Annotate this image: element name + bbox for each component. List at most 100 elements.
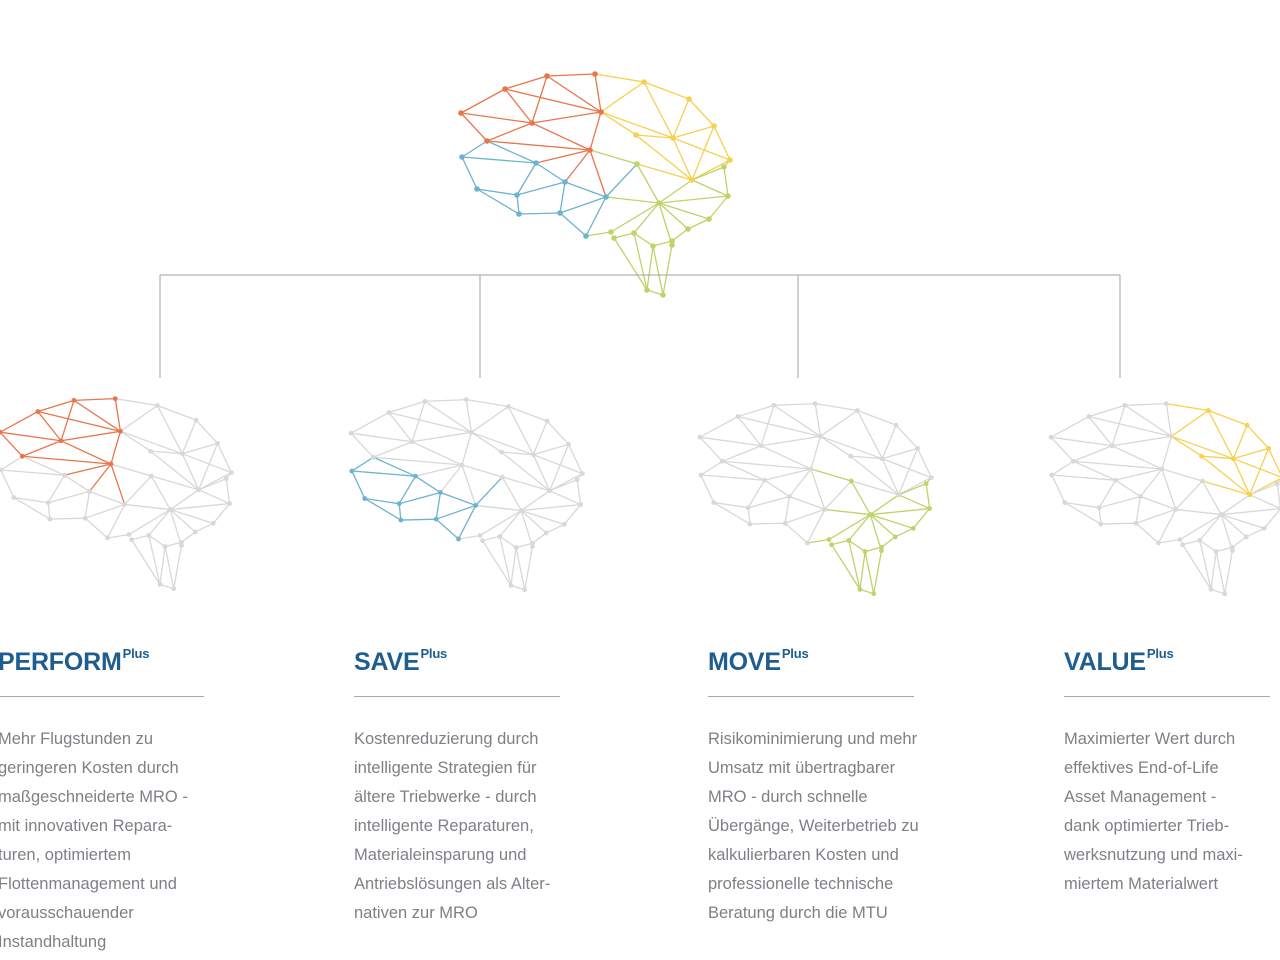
brain-node [1199,453,1204,459]
brain-node [502,86,508,92]
brain-edge [850,480,871,515]
brain-edge [0,410,39,433]
brain-edge [415,475,441,494]
brain-edge [848,539,866,553]
brain-node [1138,494,1143,499]
brain-node [848,478,854,484]
brain-edge [181,453,200,491]
brain-node [871,591,877,597]
brain-node [1113,477,1118,483]
brain-node [927,506,933,511]
brain-edge [157,404,197,421]
brain-edge [912,508,931,529]
brain-node [433,516,439,522]
brain-node [557,210,563,216]
brain-edge [350,432,413,443]
brain-edge [1135,508,1176,524]
pillar-title-main: MOVE [708,648,781,676]
brain-edge [499,535,517,549]
brain-node [829,542,834,548]
brain-node [19,453,25,459]
brain-edge [881,458,900,496]
brain-edge [643,81,690,100]
brain-node [484,138,490,144]
brain-node [1222,591,1228,597]
brain-node [721,164,727,170]
brain-node [1197,537,1203,543]
brain-node [1208,587,1214,592]
brain-edge [22,455,65,476]
brain-edge [1073,460,1116,481]
brain-node [349,468,355,474]
brain-edge [110,463,126,505]
brain-node [473,503,479,508]
brain-node [583,233,589,239]
brain-edge [1161,468,1203,482]
brain-edge [1166,402,1209,412]
brain-edge [658,202,710,220]
brain-edge [515,542,533,549]
brain-edge [784,508,825,524]
brain-edge [1165,403,1173,437]
brain-edge [747,495,790,509]
brain-edge [784,496,791,524]
brain-node [112,396,118,402]
brain-edge [1115,479,1141,498]
brain-edge [605,196,660,204]
brain-edge [807,538,830,544]
pillar-title: PERFORMPlus [0,632,228,684]
brain-edge [1220,514,1247,538]
brain-node [105,535,110,541]
brain-edge [120,430,151,452]
brain-node [499,474,505,480]
brain-edge [120,430,183,455]
brain-edge [475,504,522,512]
brain-node [1169,433,1174,439]
brain-edge [600,111,674,139]
brain-edge [1171,409,1209,437]
brain-edge [815,402,858,412]
brain-edge [150,475,171,510]
brain-edge [671,228,689,242]
brain-node [544,73,550,79]
brain-edge [482,540,512,586]
brain-edge [894,527,914,538]
brain-node [122,502,128,507]
brain-edge [824,480,852,510]
brain-edge [1100,522,1137,525]
brain-node [370,454,376,460]
brain-edge [535,149,591,164]
brain-edge [169,509,183,546]
brain-node [474,186,480,192]
brain-edge [461,432,473,466]
brain-edge [1210,551,1217,590]
brain-edge [225,478,231,504]
brain-node [459,462,465,468]
brain-node [867,512,873,517]
brain-node [641,79,647,85]
brain-node [1109,443,1115,449]
pillar-divider [708,696,914,697]
brain-edge [169,489,200,511]
brain-node [879,544,884,550]
brain-edge [532,420,548,455]
brain-edge [131,534,149,541]
brain-edge [925,483,931,509]
brain-edge [749,522,786,525]
brain-node [529,120,535,126]
brain-edge [351,470,416,477]
brain-edge [508,405,548,422]
brain-edge [510,584,525,591]
brain-edge [73,397,116,402]
brain-node [1177,537,1183,542]
brain-node [892,534,898,540]
brain-edge [1124,402,1167,407]
brain-edge [633,202,660,234]
brain-node [148,473,154,479]
brain-node [1133,520,1139,526]
brain-edge [164,546,175,589]
brain-edge [722,460,765,481]
brain-edge [1111,445,1163,470]
brain-edge [364,497,400,505]
brain-edge [398,475,417,505]
